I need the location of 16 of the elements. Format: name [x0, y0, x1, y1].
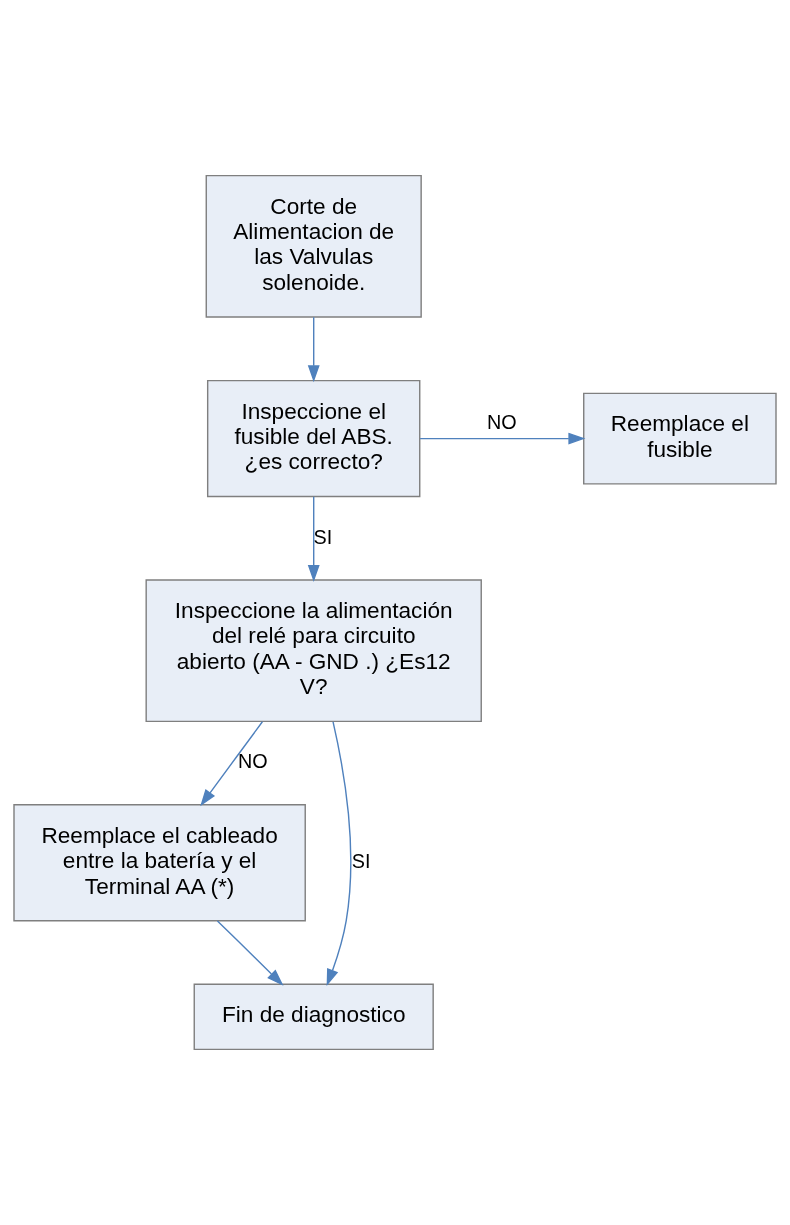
- arrow: [307, 316, 320, 383]
- node-box: Inspeccione el fusible del ABS. ¿es correcto?: [206, 379, 421, 498]
- arrow: [419, 432, 586, 445]
- arrow: [216, 920, 284, 986]
- arrow: [326, 721, 352, 987]
- edge-label: SI: [351, 849, 371, 872]
- node-box: Inspeccione la alimentación del relé para circuito abierto (AA - GND .) ¿Es12 V?: [145, 579, 482, 723]
- edge-label: NO: [238, 750, 268, 773]
- node-box: Corte de Alimentacion de las Valvulas solenoide.: [205, 174, 422, 318]
- node-box: Reemplace el fusible: [583, 392, 777, 485]
- arrow: [307, 495, 320, 583]
- node-box: Fin de diagnostico: [193, 983, 434, 1051]
- edge-label: SI: [313, 525, 333, 548]
- arrow: [200, 721, 264, 807]
- edge-label: NO: [486, 411, 517, 433]
- node-box: Reemplace el cableado entre la batería y el Terminal AA (*): [13, 804, 306, 922]
